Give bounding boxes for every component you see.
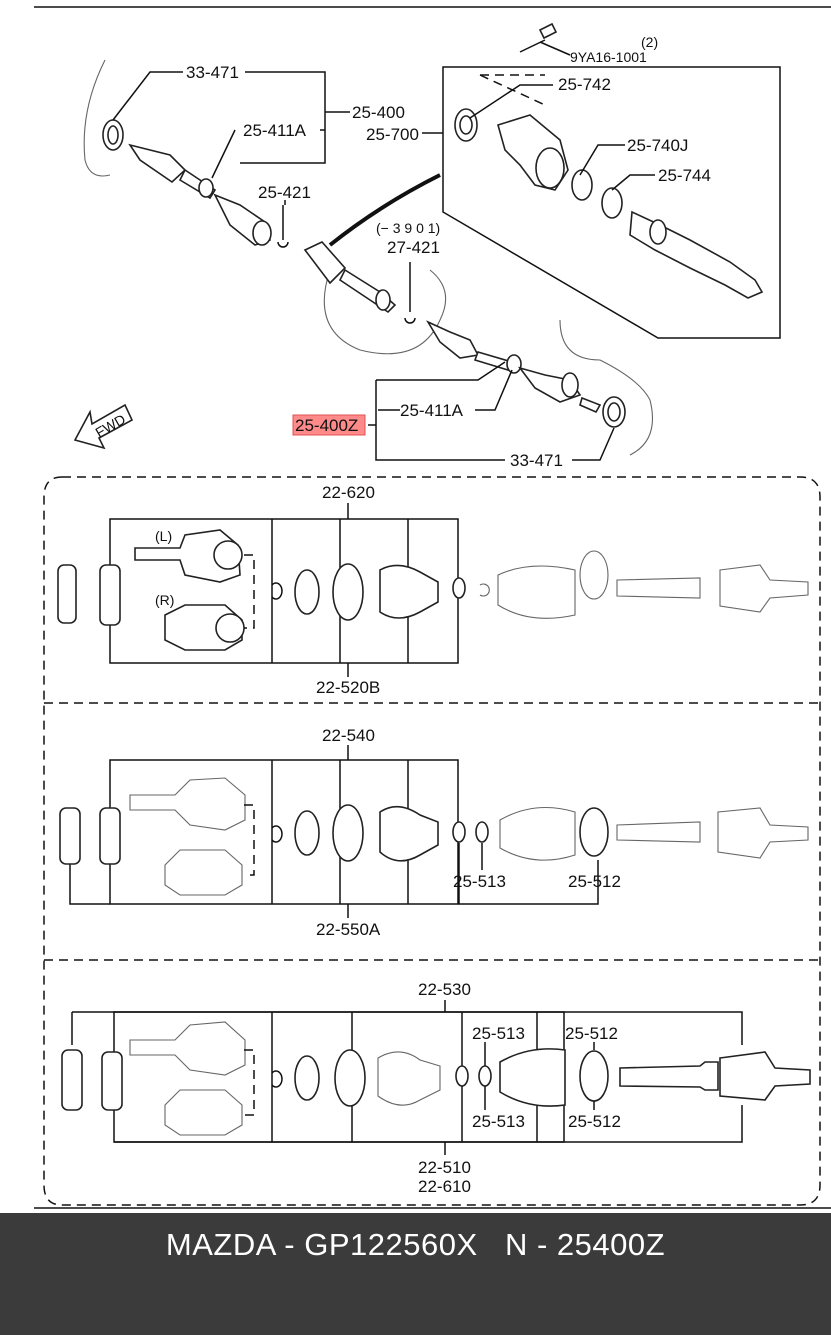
fwd-arrow: FWD <box>73 403 134 450</box>
highlight-25-400Z <box>292 414 366 436</box>
callout-27-421: 27-421 <box>387 238 440 257</box>
panel3-callout-top: 22-530 <box>418 980 471 999</box>
kit-panel-3 <box>61 1000 811 1155</box>
callout-25-411A-lower: 25-411A <box>400 401 464 420</box>
panel1-callout-right: (R) <box>155 592 174 608</box>
lower-driveshaft-illustration <box>303 241 654 456</box>
callout-33-471: 33-471 <box>186 63 239 82</box>
panel2-callout-bottom: 22-550A <box>316 920 381 939</box>
panel2-callout-512: 25-512 <box>568 872 621 891</box>
callout-25-400Z: 25-400Z <box>295 416 358 435</box>
callout-25-421: 25-421 <box>258 183 311 202</box>
panel2-callout-top: 22-540 <box>322 726 375 745</box>
kit-frame <box>43 476 821 1206</box>
top-leader-lines <box>112 41 655 461</box>
panel1-callout-top: 22-620 <box>322 483 375 502</box>
panel3-callout-512-top: 25-512 <box>565 1024 618 1043</box>
panel3-callout-bottom-1: 22-510 <box>418 1158 471 1177</box>
callout-25-742: 25-742 <box>558 75 611 94</box>
kit-panel-1 <box>57 503 809 677</box>
panel3-callout-512-bottom: 25-512 <box>568 1112 621 1131</box>
callout-25-700: 25-700 <box>366 125 419 144</box>
panel2-callout-513: 25-513 <box>453 872 506 891</box>
callout-33-471-lower: 33-471 <box>510 451 563 470</box>
panel1-callout-left: (L) <box>155 528 172 544</box>
panel3-callout-513-top: 25-513 <box>472 1024 525 1043</box>
callout-25-400: 25-400 <box>352 103 405 122</box>
panel1-callout-bottom: 22-520B <box>316 678 380 697</box>
callout-25-411A: 25-411A <box>243 121 307 140</box>
joint-housing-box <box>442 22 781 339</box>
panel3-callout-bottom-2: 22-610 <box>418 1177 471 1196</box>
callout-25-740J: 25-740J <box>627 136 688 155</box>
panel3-callout-513-bottom: 25-513 <box>472 1112 525 1131</box>
callout-3901: (− 3 9 0 1) <box>376 220 440 236</box>
drive-shaft-exploded-diagram: FWD 33-471 25-400 25-411A 25-700 25-421 … <box>34 6 831 1209</box>
housing-sweep-line <box>328 173 441 247</box>
callout-25-744: 25-744 <box>658 166 711 185</box>
callout-9YA16-1001-qty: (2) <box>641 34 658 50</box>
upper-driveshaft-illustration <box>83 59 289 248</box>
part-number-caption: MAZDA - GP122560X N - 25400Z <box>165 1227 666 1262</box>
footer-bar: MAZDA - GP122560X N - 25400Z <box>0 1213 831 1335</box>
kit-panel-2 <box>59 745 809 918</box>
callout-9YA16-1001: 9YA16-1001 <box>570 49 647 65</box>
